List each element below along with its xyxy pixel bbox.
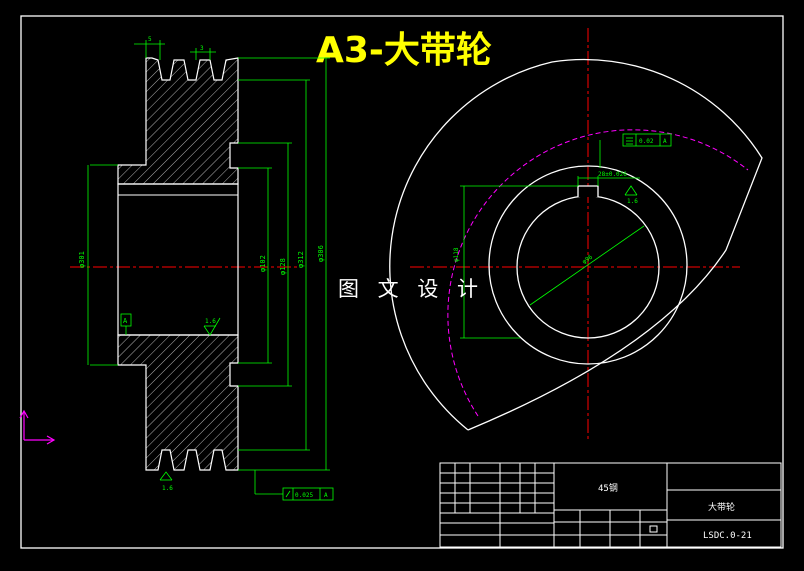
roughness-text-hub: 1.6: [205, 318, 216, 325]
lower-rim-section: [117, 334, 239, 471]
title-block-part-name: 大带轮: [708, 501, 735, 513]
roughness-symbol-groove: [159, 471, 173, 481]
dim-text-bore2: φ128: [279, 258, 287, 275]
title-block-drawing-no: LSDC.0-21: [703, 531, 752, 541]
dim-text-outer2: φ306: [317, 245, 325, 262]
datum-a-label: A: [123, 317, 128, 325]
dim-text-hub: φ301: [78, 251, 86, 268]
roughness-text-keyway: 1.6: [627, 198, 638, 205]
keyway-width-text: 28±0.026: [598, 171, 627, 178]
drawing-frame: [20, 15, 784, 549]
keyway: [577, 185, 599, 197]
hub-circle: [488, 165, 688, 365]
roughness-symbol-keyway: [624, 185, 638, 196]
runout-datum: A: [324, 492, 328, 499]
title-block: [439, 462, 782, 548]
end-dim-diag: [529, 225, 645, 306]
section-view: φ301 φ102 φ128 φ312 φ306 5 3 A 1.6 1.6 0: [70, 36, 334, 501]
title-block-material: 45钢: [598, 482, 618, 494]
dim-text-groove1: 5: [148, 36, 152, 43]
ucs-axis-icon: [19, 409, 56, 445]
dim-text-bore1: φ102: [259, 255, 267, 272]
dim-text-outer1: φ312: [297, 251, 305, 268]
bore-outline: [117, 183, 239, 336]
position-frame: [622, 133, 672, 147]
end-dim-text-key: φ118: [453, 247, 460, 262]
drawing-title: A3-大带轮: [316, 30, 492, 71]
position-value: 0.02: [639, 138, 654, 145]
roughness-text-groove: 1.6: [162, 485, 173, 492]
watermark-text: 图 文 设 计: [338, 277, 484, 301]
position-datum: A: [663, 138, 667, 145]
pitch-circle: [447, 129, 749, 417]
end-view: φ118 φ96 28±0.026 0.02 A 1.6: [389, 28, 763, 440]
outer-broken-outline: [389, 58, 763, 431]
dim-text-groove2: 3: [200, 45, 204, 52]
roughness-symbol-hub: [203, 317, 221, 336]
runout-value: 0.025: [295, 492, 313, 499]
runout-frame: [282, 487, 334, 501]
